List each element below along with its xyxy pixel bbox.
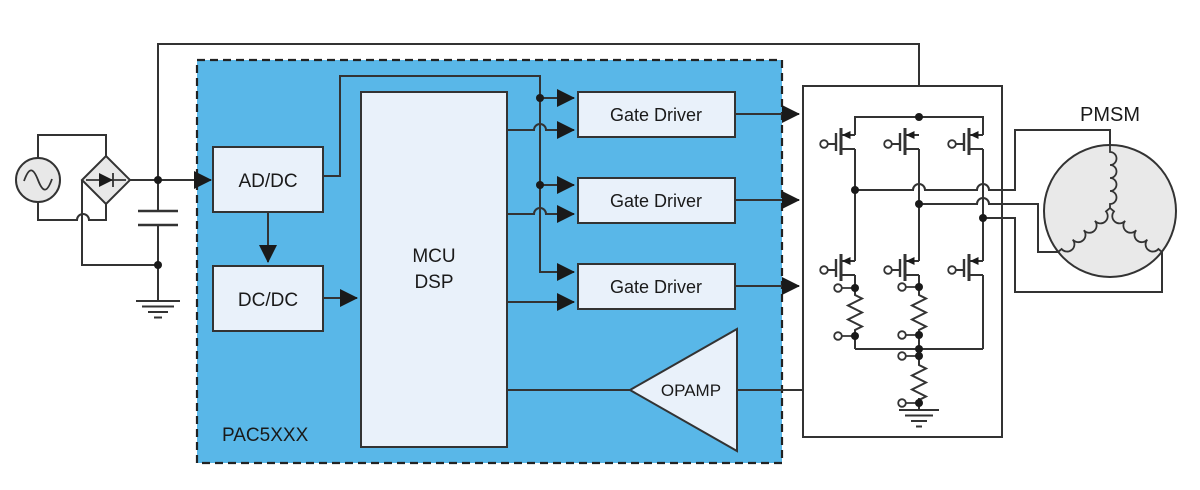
gate-driver-1-label: Gate Driver bbox=[610, 105, 702, 125]
winding-bottom-left bbox=[1058, 207, 1111, 253]
wire-rectifier-negative bbox=[81, 180, 158, 266]
diode-triangle bbox=[99, 173, 113, 187]
winding-bottom-right bbox=[1109, 207, 1162, 253]
junction-dots bbox=[154, 94, 987, 407]
adc-label: AD/DC bbox=[238, 171, 297, 192]
bus-capacitor bbox=[138, 180, 178, 265]
gate-driver-3-label: Gate Driver bbox=[610, 277, 702, 297]
pmsm-label: PMSM bbox=[1080, 104, 1140, 126]
shunt-resistor-a bbox=[845, 292, 865, 333]
ground-symbol-main bbox=[136, 265, 180, 319]
adc-block bbox=[212, 146, 324, 213]
wire-phase-a bbox=[855, 129, 1111, 191]
wire-mcu-to-gd1 bbox=[507, 121, 575, 139]
pac5xxx-label: PAC5XXX bbox=[222, 425, 309, 446]
ground-symbol-bridge bbox=[899, 409, 939, 428]
wire-phase-c bbox=[983, 217, 1163, 293]
mcu-label-line2: DSP bbox=[414, 272, 453, 293]
shunt-resistor-b bbox=[909, 292, 929, 333]
pmsm-windings bbox=[1058, 145, 1162, 253]
gate-driver-1-block bbox=[577, 91, 736, 138]
wire-phase-b bbox=[919, 197, 1059, 253]
wire-ac-top bbox=[37, 134, 107, 158]
mcu-label-line1: MCU bbox=[412, 246, 455, 267]
sine-wave-icon bbox=[23, 169, 53, 191]
wire-mcu-to-gd2 bbox=[507, 205, 575, 223]
shunt-resistor-bus bbox=[909, 362, 929, 403]
gate-driver-2-label: Gate Driver bbox=[610, 191, 702, 211]
capacitor-plates bbox=[138, 209, 178, 227]
wire-adc-supply-rail bbox=[323, 75, 575, 281]
sense-tap-terminals bbox=[833, 282, 919, 408]
dcdc-label: DC/DC bbox=[238, 290, 298, 311]
mcu-dsp-block bbox=[360, 91, 508, 448]
winding-top bbox=[1109, 145, 1118, 208]
bridge-rectifier bbox=[80, 154, 132, 206]
ac-source bbox=[15, 157, 61, 203]
wire-ac-bottom bbox=[37, 202, 107, 221]
opamp-label: OPAMP bbox=[661, 381, 721, 400]
